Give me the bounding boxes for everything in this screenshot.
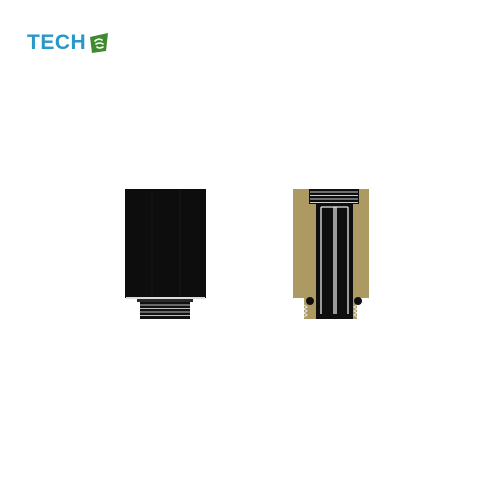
techcc-leaf-mark-icon xyxy=(90,33,109,53)
fitting-exterior-icon xyxy=(125,189,206,319)
brand-logo-text: TECH xyxy=(27,31,87,54)
fitting-cross-section-icon xyxy=(293,189,369,319)
brand-logo: TECH xyxy=(27,30,110,56)
